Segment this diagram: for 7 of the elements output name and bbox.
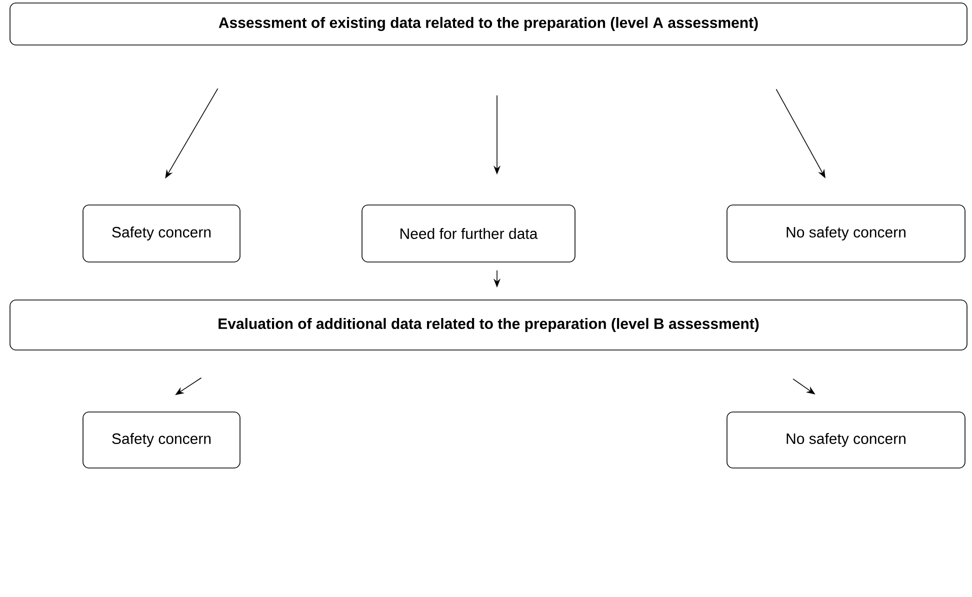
outcome-box: Need for further data bbox=[362, 204, 576, 262]
heading-box: Assessment of existing data related to the preparation (level A assessment) bbox=[10, 2, 968, 46]
outcome-box: No safety concern bbox=[726, 412, 966, 468]
outcome-box: No safety concern bbox=[726, 204, 966, 262]
outcome-box: Safety concern bbox=[82, 204, 240, 262]
heading-box: Evaluation of additional data related to the preparation (level B assessment) bbox=[10, 300, 968, 350]
outcome-box: Safety concern bbox=[82, 412, 240, 468]
